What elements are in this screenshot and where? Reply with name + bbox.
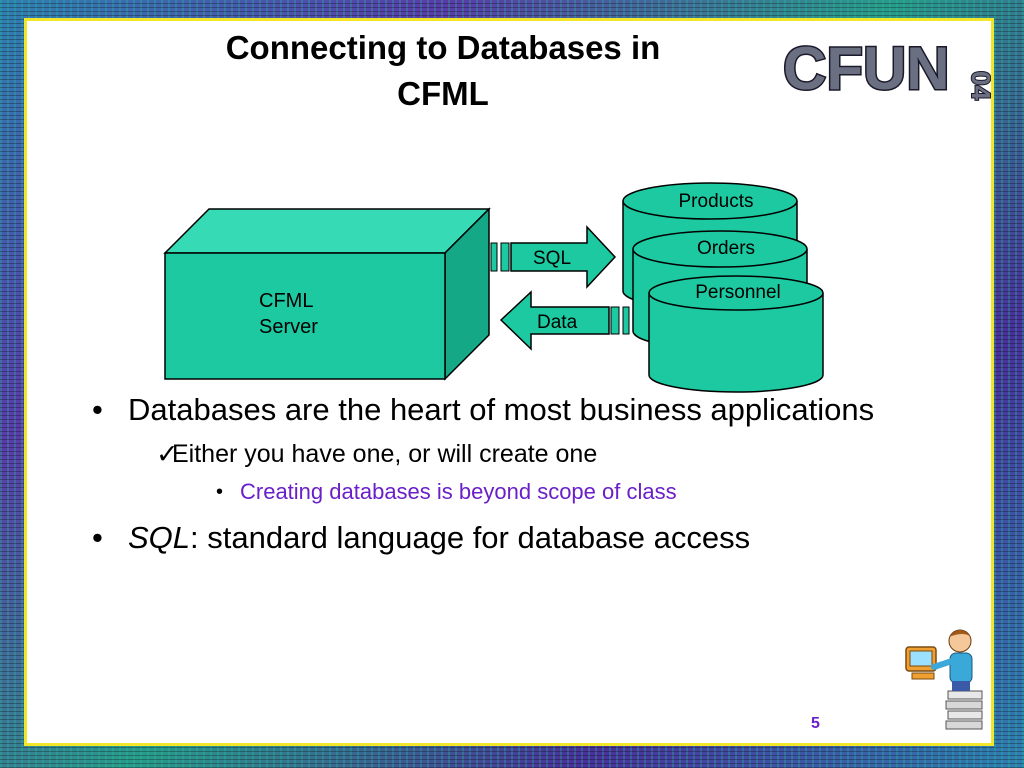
data-arrow-label: Data <box>537 312 578 333</box>
sql-arrow: SQL <box>490 225 617 289</box>
database-diagram: CFML Server SQL Data Products Orders <box>163 182 824 393</box>
sub-sub-bullet-text: Creating databases is beyond scope of cl… <box>240 479 677 504</box>
database-label-orders: Orders <box>697 238 755 259</box>
checkmark-icon: ✓ <box>156 439 179 469</box>
server-label-line2: Server <box>259 316 318 338</box>
logo-suffix: 04 <box>966 71 991 100</box>
bullet-item: • SQL: standard language for database ac… <box>92 517 972 559</box>
person-at-computer-icon <box>905 629 983 730</box>
cfun-logo: CFUN 04 <box>782 34 992 104</box>
bullet-list: • Databases are the heart of most busine… <box>92 389 972 559</box>
slide-title: Connecting to Databases in CFML <box>225 29 661 112</box>
bullet-dot-icon: • <box>92 520 103 555</box>
sub-sub-bullet-item: • Creating databases is beyond scope of … <box>216 477 972 507</box>
bullet-dot-icon: • <box>92 392 103 427</box>
server-label-line1: CFML <box>259 290 313 312</box>
sql-arrow-label: SQL <box>533 248 571 269</box>
sql-term: SQL <box>128 520 191 555</box>
database-label-products: Products <box>679 191 754 212</box>
cfml-server-box: CFML Server <box>163 207 491 381</box>
database-personnel: Personnel <box>648 275 824 393</box>
sql-definition: : standard language for database access <box>190 520 751 555</box>
sub-bullet-item: ✓ Either you have one, or will create on… <box>156 437 972 471</box>
sub-bullet-text: Either you have one, or will create one <box>172 440 598 468</box>
bullet-text-databases: Databases are the heart of most business… <box>128 392 875 427</box>
data-arrow: Data <box>499 290 630 351</box>
bullet-item: • Databases are the heart of most busine… <box>92 389 972 431</box>
bullet-text-sql: SQL: standard language for database acce… <box>128 517 750 559</box>
bullet-dot-icon: • <box>216 481 224 503</box>
logo-text: CFUN <box>783 35 950 102</box>
slide-number: 5 <box>811 715 820 732</box>
database-label-personnel: Personnel <box>695 282 781 303</box>
slide-page: Connecting to Databases in CFML CFUN 04 … <box>27 21 991 743</box>
slide-border <box>24 18 994 746</box>
